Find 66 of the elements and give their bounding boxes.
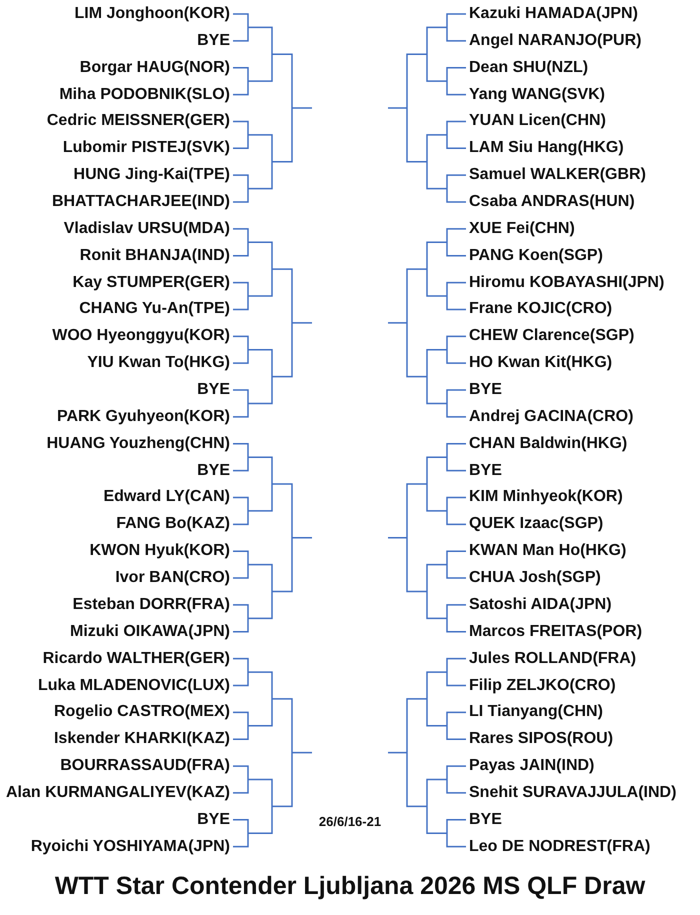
player-name: Andrej GACINA(CRO) [469, 406, 634, 427]
player-name: KIM Minhyeok(KOR) [469, 487, 623, 508]
player-name: Edward LY(CAN) [103, 487, 230, 508]
player-name: Vladislav URSU(MDA) [64, 218, 230, 239]
player-name: Luka MLADENOVIC(LUX) [38, 676, 230, 696]
player-name: Satoshi AIDA(JPN) [469, 594, 612, 615]
player-name: CHUA Josh(SGP) [469, 568, 601, 588]
player-name: Samuel WALKER(GBR) [469, 165, 646, 186]
player-name: HUANG Youzheng(CHN) [46, 434, 230, 454]
player-name: Esteban DORR(FRA) [72, 594, 230, 615]
player-name: BHATTACHARJEE(IND) [52, 192, 230, 212]
player-name: Csaba ANDRAS(HUN) [469, 192, 635, 212]
player-name: KWAN Man Ho(HKG) [469, 541, 626, 562]
player-name: BYE [469, 810, 502, 830]
player-name: KWON Hyuk(KOR) [90, 541, 230, 562]
player-name: Rares SIPOS(ROU) [469, 729, 614, 750]
player-name: Lubomir PISTEJ(SVK) [62, 138, 230, 158]
player-name: CHAN Baldwin(HKG) [469, 434, 628, 454]
player-name: Hiromu KOBAYASHI(JPN) [469, 272, 664, 293]
player-name: XUE Fei(CHN) [469, 218, 575, 239]
title: WTT Star Contender Ljubljana 2026 MS QLF Draw [54, 871, 646, 902]
player-name: Marcos FREITAS(POR) [469, 622, 642, 642]
player-name: BYE [197, 810, 230, 830]
player-name: PARK Gyuhyeon(KOR) [56, 406, 230, 427]
player-name: WOO Hyeonggyu(KOR) [52, 326, 230, 346]
player-name: CHEW Clarence(SGP) [469, 326, 634, 346]
player-name: Dean SHU(NZL) [469, 58, 588, 78]
player-name: Snehit SURAVAJJULA(IND) [469, 782, 676, 803]
player-name: Iskender KHARKI(KAZ) [54, 729, 230, 750]
player-name: Cedric MEISSNER(GER) [46, 111, 230, 132]
player-name: Yang WANG(SVK) [469, 84, 606, 105]
player-name: Jules ROLLAND(FRA) [469, 648, 636, 669]
player-name: Kay STUMPER(GER) [72, 272, 230, 293]
player-name: LI Tianyang(CHN) [469, 702, 603, 722]
player-name: BYE [197, 380, 230, 400]
player-name: Borgar HAUG(NOR) [80, 58, 230, 78]
player-name: Payas JAIN(IND) [469, 756, 594, 776]
player-name: LIM Jonghoon(KOR) [74, 4, 230, 24]
player-name: QUEK Izaac(SGP) [469, 514, 604, 534]
player-name: Frane KOJIC(CRO) [469, 299, 612, 320]
player-name: Ivor BAN(CRO) [115, 568, 230, 588]
player-name: LAM Siu Hang(HKG) [469, 138, 624, 158]
player-name: Kazuki HAMADA(JPN) [469, 4, 638, 24]
player-name: YUAN Licen(CHN) [469, 111, 606, 132]
player-name: BYE [197, 460, 230, 481]
player-name: Angel NARANJO(PUR) [469, 30, 642, 51]
player-name: Ronit BHANJA(IND) [80, 246, 230, 266]
player-name: Mizuki OIKAWA(JPN) [70, 622, 230, 642]
player-name: YIU Kwan To(HKG) [87, 353, 230, 374]
player-name: CHANG Yu-An(TPE) [79, 299, 230, 320]
player-name: BYE [469, 380, 502, 400]
player-name: BOURRASSAUD(FRA) [60, 756, 230, 776]
player-name: FANG Bo(KAZ) [116, 514, 230, 534]
player-name: Ryoichi YOSHIYAMA(JPN) [30, 836, 230, 857]
player-name: Alan KURMANGALIYEV(KAZ) [6, 782, 230, 803]
player-name: Ricardo WALTHER(GER) [42, 648, 230, 669]
date-range: 26/6/16-21 [318, 813, 382, 831]
player-name: BYE [469, 460, 502, 481]
player-name: Rogelio CASTRO(MEX) [54, 702, 230, 722]
player-name: Filip ZELJKO(CRO) [469, 676, 616, 696]
player-name: BYE [197, 30, 230, 51]
player-name: Leo DE NODREST(FRA) [469, 836, 650, 857]
player-name: HUNG Jing-Kai(TPE) [74, 165, 230, 186]
player-name: PANG Koen(SGP) [469, 246, 603, 266]
player-name: HO Kwan Kit(HKG) [469, 353, 612, 374]
player-name: Miha PODOBNIK(SLO) [59, 84, 230, 105]
